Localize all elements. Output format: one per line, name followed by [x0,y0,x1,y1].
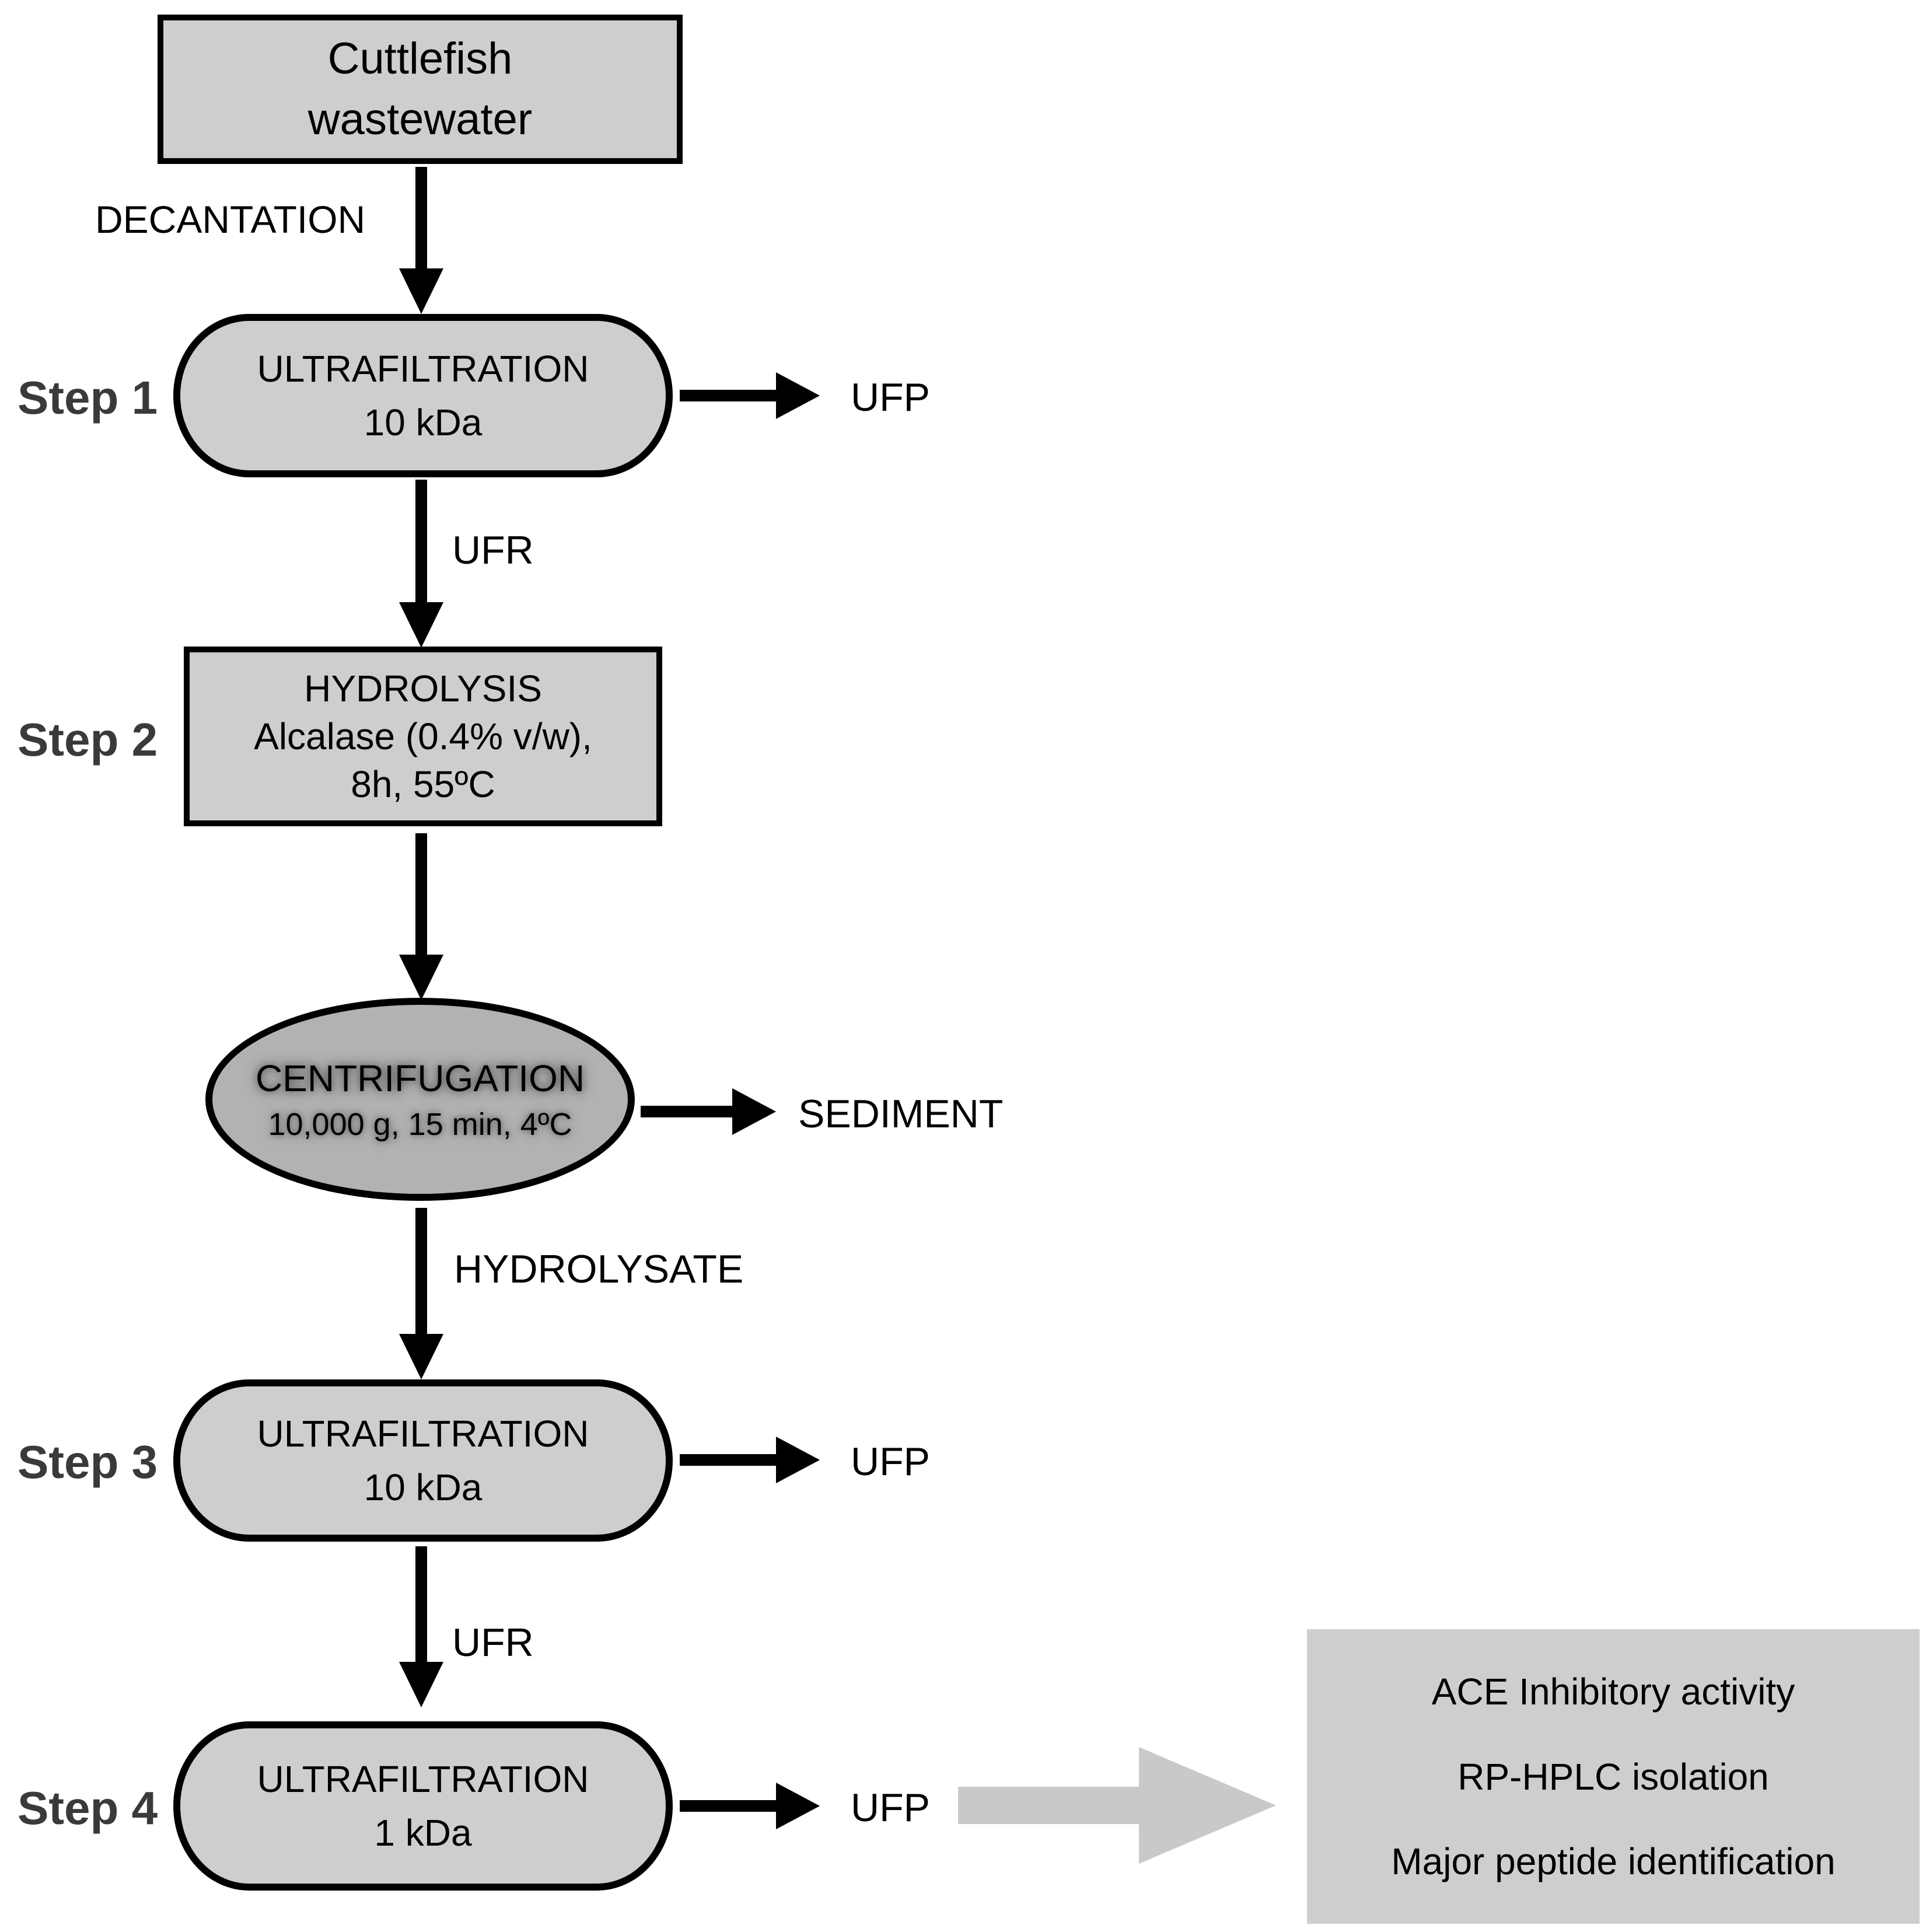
step1-subtitle: 10 kDa [363,401,483,443]
ufp3-arrow-shaft [680,1454,776,1466]
step2-detail2: 8h, 55ºC [351,763,495,805]
hydrolysate-arrow-shaft [415,1208,427,1334]
step2-arrowhead [399,955,443,1000]
block-arrow-head [1139,1747,1276,1864]
step2-arrow-shaft [415,833,427,956]
centrifugation-node: CENTRIFUGATION 10,000 g, 15 min, 4ºC [205,998,635,1201]
sediment-arrowhead [732,1088,776,1135]
step2-label: Step 2 [18,714,158,766]
step3-subtitle: 10 kDa [363,1466,483,1508]
ufp3-arrowhead [776,1437,820,1483]
ufp4-label: UFP [851,1786,930,1830]
step4-node: ULTRAFILTRATION 1 kDa [173,1721,673,1891]
ufp3-label: UFP [851,1440,930,1484]
step1-title: ULTRAFILTRATION [257,348,589,390]
source-box-line1: Cuttlefish [327,34,513,83]
step3-title: ULTRAFILTRATION [257,1413,589,1455]
final-summary-box: ACE Inhibitory activity RP-HPLC isolatio… [1307,1629,1920,1924]
ufp1-arrowhead [776,372,820,419]
ufp1-arrow-shaft [680,390,776,401]
step4-title: ULTRAFILTRATION [257,1758,589,1800]
ufr1-arrowhead [399,602,443,648]
decantation-label: DECANTATION [95,198,366,241]
decantation-arrowhead [399,268,443,314]
ufp4-arrow-shaft [680,1800,776,1812]
step2-title: HYDROLYSIS [304,668,542,710]
step3-node: ULTRAFILTRATION 10 kDa [173,1379,673,1542]
source-box: Cuttlefish wastewater [158,15,683,164]
ufr2-arrow-shaft [415,1546,427,1663]
ufr1-label: UFR [452,528,534,572]
hydrolysate-arrowhead [399,1334,443,1379]
ufr2-arrowhead [399,1662,443,1707]
block-arrow-tail [958,1787,1139,1824]
step3-label: Step 3 [18,1436,158,1488]
decantation-arrow-shaft [415,167,427,270]
step1-node: ULTRAFILTRATION 10 kDa [173,314,673,477]
step4-subtitle: 1 kDa [374,1812,472,1854]
step2-node: HYDROLYSIS Alcalase (0.4% v/w), 8h, 55ºC [184,647,662,826]
final-line3: Major peptide identification [1391,1840,1836,1883]
hydrolysate-label: HYDROLYSATE [454,1247,744,1291]
final-line2: RP-HPLC isolation [1457,1755,1769,1798]
source-box-line2: wastewater [307,95,533,144]
ufp1-label: UFP [851,375,930,420]
step2-detail1: Alcalase (0.4% v/w), [254,715,592,757]
ufp4-arrowhead [776,1783,820,1829]
final-line1: ACE Inhibitory activity [1431,1670,1795,1713]
ufr2-label: UFR [452,1620,534,1665]
sediment-label: SEDIMENT [798,1092,1004,1136]
centrifugation-title: CENTRIFUGATION [255,1057,585,1099]
step1-label: Step 1 [18,372,158,424]
sediment-arrow-shaft [641,1106,732,1117]
ufr1-arrow-shaft [415,480,427,603]
centrifugation-subtitle: 10,000 g, 15 min, 4ºC [268,1107,572,1142]
step4-label: Step 4 [18,1782,158,1834]
